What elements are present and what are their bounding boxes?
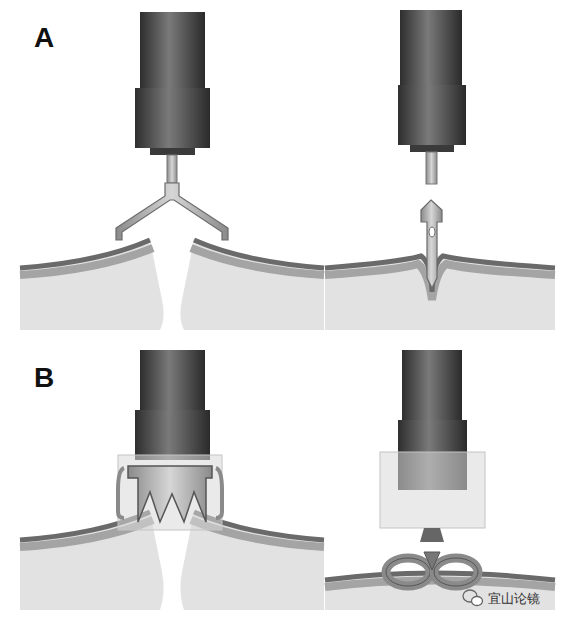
endoscope-b-left xyxy=(118,350,222,530)
endoscope-a-left xyxy=(116,12,228,240)
endoscope-a-right xyxy=(398,10,466,288)
tissue-open-a xyxy=(20,240,324,330)
panel-letter: B xyxy=(34,362,54,394)
watermark: 宜山论镜 xyxy=(488,590,540,608)
endoscope-b-right xyxy=(380,350,485,586)
panel-letter: A xyxy=(34,22,54,54)
wechat-icon xyxy=(463,590,483,606)
tissue-closed-a xyxy=(325,256,555,330)
